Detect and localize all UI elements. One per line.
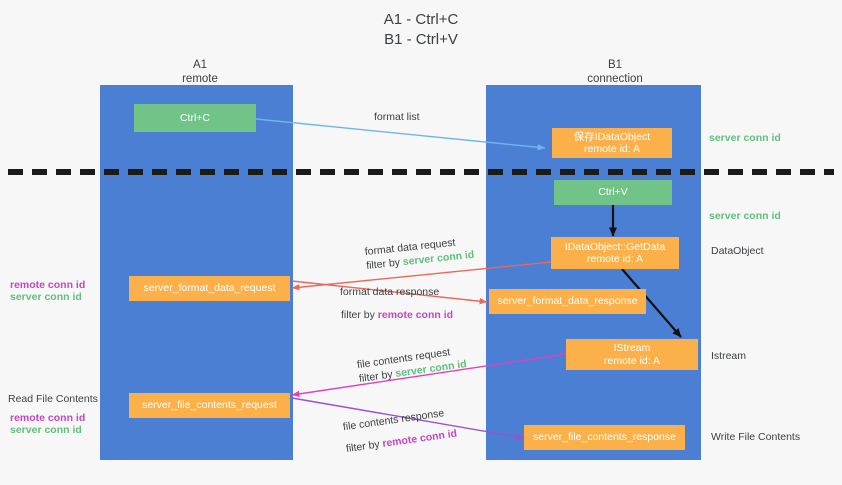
- box-server-file-contents-request[interactable]: server_file_contents_request: [129, 393, 290, 418]
- box-save-idataobject-line1: 保存IDataObject: [573, 130, 651, 143]
- box-server-format-data-response-label: server_format_data_response: [497, 295, 638, 308]
- left-label-server-conn-id-bottom: server conn id: [10, 424, 82, 436]
- box-istream[interactable]: IStream remote id: A: [566, 339, 698, 370]
- title-line-2: B1 - Ctrl+V: [384, 31, 458, 48]
- left-label-remote-conn-id-bottom: remote conn id: [10, 412, 86, 424]
- box-server-format-data-response[interactable]: server_format_data_response: [489, 289, 646, 314]
- box-getdata-line1: IDataObject::GetData: [564, 240, 666, 253]
- box-save-idataobject-line2: remote id: A: [583, 143, 641, 155]
- lane-a1-name: A1: [192, 59, 208, 71]
- left-label-remote-conn-id-mid: remote conn id: [10, 279, 86, 291]
- edge-label-format-data-response: format data response: [340, 286, 440, 298]
- box-ctrl-c-label: Ctrl+C: [179, 111, 211, 124]
- edge-label-file-contents-request-group: file contents request filter by server c…: [356, 343, 467, 386]
- box-server-file-contents-request-label: server_file_contents_request: [142, 399, 277, 412]
- filter-value-remote-conn-2: remote conn id: [381, 427, 458, 450]
- filter-prefix-2: filter by: [341, 309, 378, 321]
- right-label-istream: Istream: [711, 350, 747, 362]
- filter-prefix-3: filter by: [358, 368, 397, 386]
- left-label-server-conn-id-mid: server conn id: [10, 291, 82, 303]
- box-ctrl-c[interactable]: Ctrl+C: [134, 104, 256, 132]
- lane-b1-name: B1: [607, 59, 623, 71]
- edge-label-file-contents-response-group: file contents response filter by remote …: [342, 405, 458, 456]
- edge-label-format-data-response-group: format data response filter by remote co…: [340, 285, 453, 322]
- box-server-format-data-request[interactable]: server_format_data_request: [129, 276, 290, 301]
- box-istream-line2: remote id: A: [603, 354, 661, 367]
- box-server-format-data-request-label: server_format_data_request: [143, 282, 276, 295]
- edge-label-format-data-response-filter: filter by remote conn id: [341, 308, 453, 322]
- right-label-dataobject: DataObject: [711, 245, 764, 257]
- filter-prefix-4: filter by: [345, 438, 384, 456]
- box-save-idataobject[interactable]: 保存IDataObject remote id: A: [552, 128, 672, 158]
- box-ctrl-v[interactable]: Ctrl+V: [554, 180, 672, 205]
- box-server-file-contents-response-label: server_file_contents_response: [532, 431, 676, 444]
- box-server-file-contents-response[interactable]: server_file_contents_response: [524, 425, 685, 450]
- box-istream-line1: IStream: [613, 342, 651, 354]
- title-line-1: A1 - Ctrl+C: [383, 11, 459, 28]
- edge-label-format-list: format list: [374, 111, 420, 123]
- lane-header-a1: A1 remote: [130, 58, 270, 86]
- box-ctrl-v-label: Ctrl+V: [598, 186, 628, 199]
- left-label-read-file-contents: Read File Contents: [8, 393, 98, 405]
- diagram-title: A1 - Ctrl+C B1 - Ctrl+V: [0, 10, 842, 50]
- filter-value-remote-conn-1: remote conn id: [377, 309, 454, 321]
- box-idataobject-getdata[interactable]: IDataObject::GetData remote id: A: [551, 237, 679, 269]
- right-label-write-file-contents: Write File Contents: [711, 431, 801, 443]
- box-getdata-line2: remote id: A: [586, 253, 644, 265]
- lane-b1-sub: connection: [587, 73, 643, 85]
- filter-prefix-1: filter by: [365, 256, 404, 273]
- lane-header-b1: B1 connection: [540, 58, 690, 86]
- edge-label-format-data-request-group: format data request filter by server con…: [364, 234, 475, 273]
- lane-a1-sub: remote: [182, 73, 218, 85]
- right-label-server-conn-id-mid: server conn id: [709, 210, 781, 222]
- right-label-server-conn-id-top: server conn id: [709, 132, 781, 144]
